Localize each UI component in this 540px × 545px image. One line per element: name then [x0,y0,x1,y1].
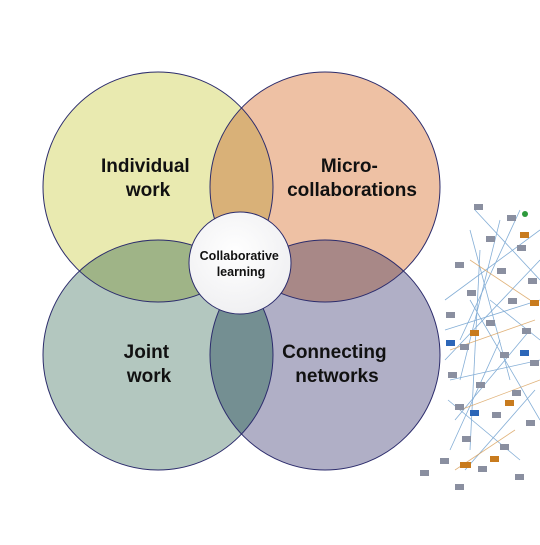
network-graph-image [420,190,540,495]
label-micro-collaborations: Micro- collaborations [287,156,417,201]
label-individual-work: Individual work [101,156,195,201]
label-connecting-networks: Connecting networks [282,342,392,387]
label-collaborative-learning: Collaborative learning [200,249,283,279]
center-circle [188,211,292,315]
label-joint-work: Joint work [124,342,175,387]
circle-outlines [42,71,441,471]
